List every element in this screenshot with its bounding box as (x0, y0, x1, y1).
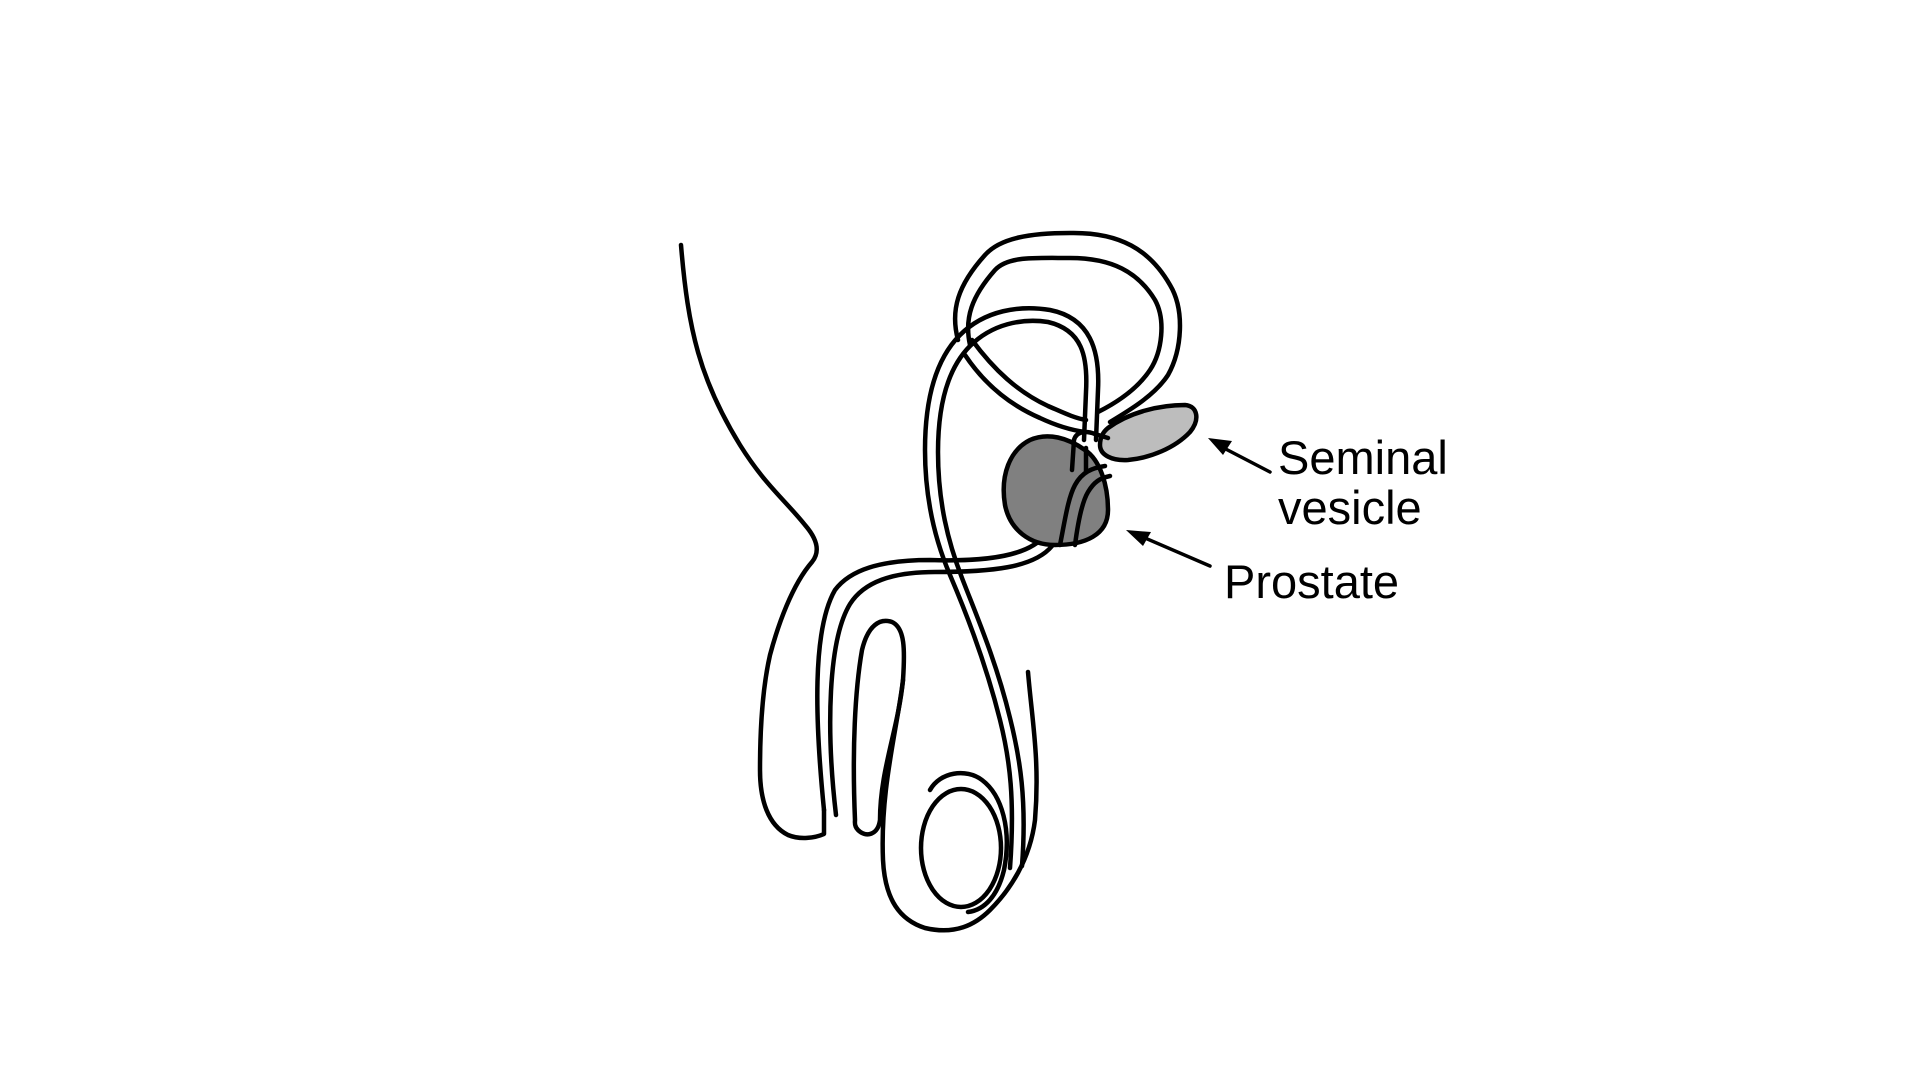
seminal-vesicle-arrow-line (1216, 443, 1272, 474)
seminal-vesicle-arrowhead (1208, 438, 1232, 455)
body-outline (678, 242, 827, 841)
vas-loop-inner (965, 255, 1164, 415)
penis-outer (815, 532, 1048, 813)
prostate-arrow-line (1136, 533, 1212, 568)
vas-deferens-outer (922, 306, 1101, 871)
duct-through-prostate (1057, 463, 1108, 548)
prostate-arrowhead (1126, 530, 1151, 546)
vas-deferens-inner (935, 318, 1089, 869)
ejaculatory-path (962, 352, 1088, 435)
label-prostate: Prostate (1224, 555, 1399, 608)
duct-through-prostate-inner (1072, 473, 1113, 548)
scrotum-outline (880, 669, 1039, 933)
testis (918, 786, 1004, 910)
penis-inner (828, 543, 1055, 818)
seminal-vesicle (1097, 402, 1199, 463)
epididymis (927, 771, 1009, 915)
duct-to-vesicle (1069, 429, 1111, 473)
ejaculatory-path-inner (969, 337, 1089, 423)
vas-loop-outer (952, 230, 1183, 425)
prostate (1001, 434, 1111, 548)
label-seminal: Seminal (1278, 431, 1448, 484)
label-vesicle: vesicle (1278, 481, 1422, 534)
